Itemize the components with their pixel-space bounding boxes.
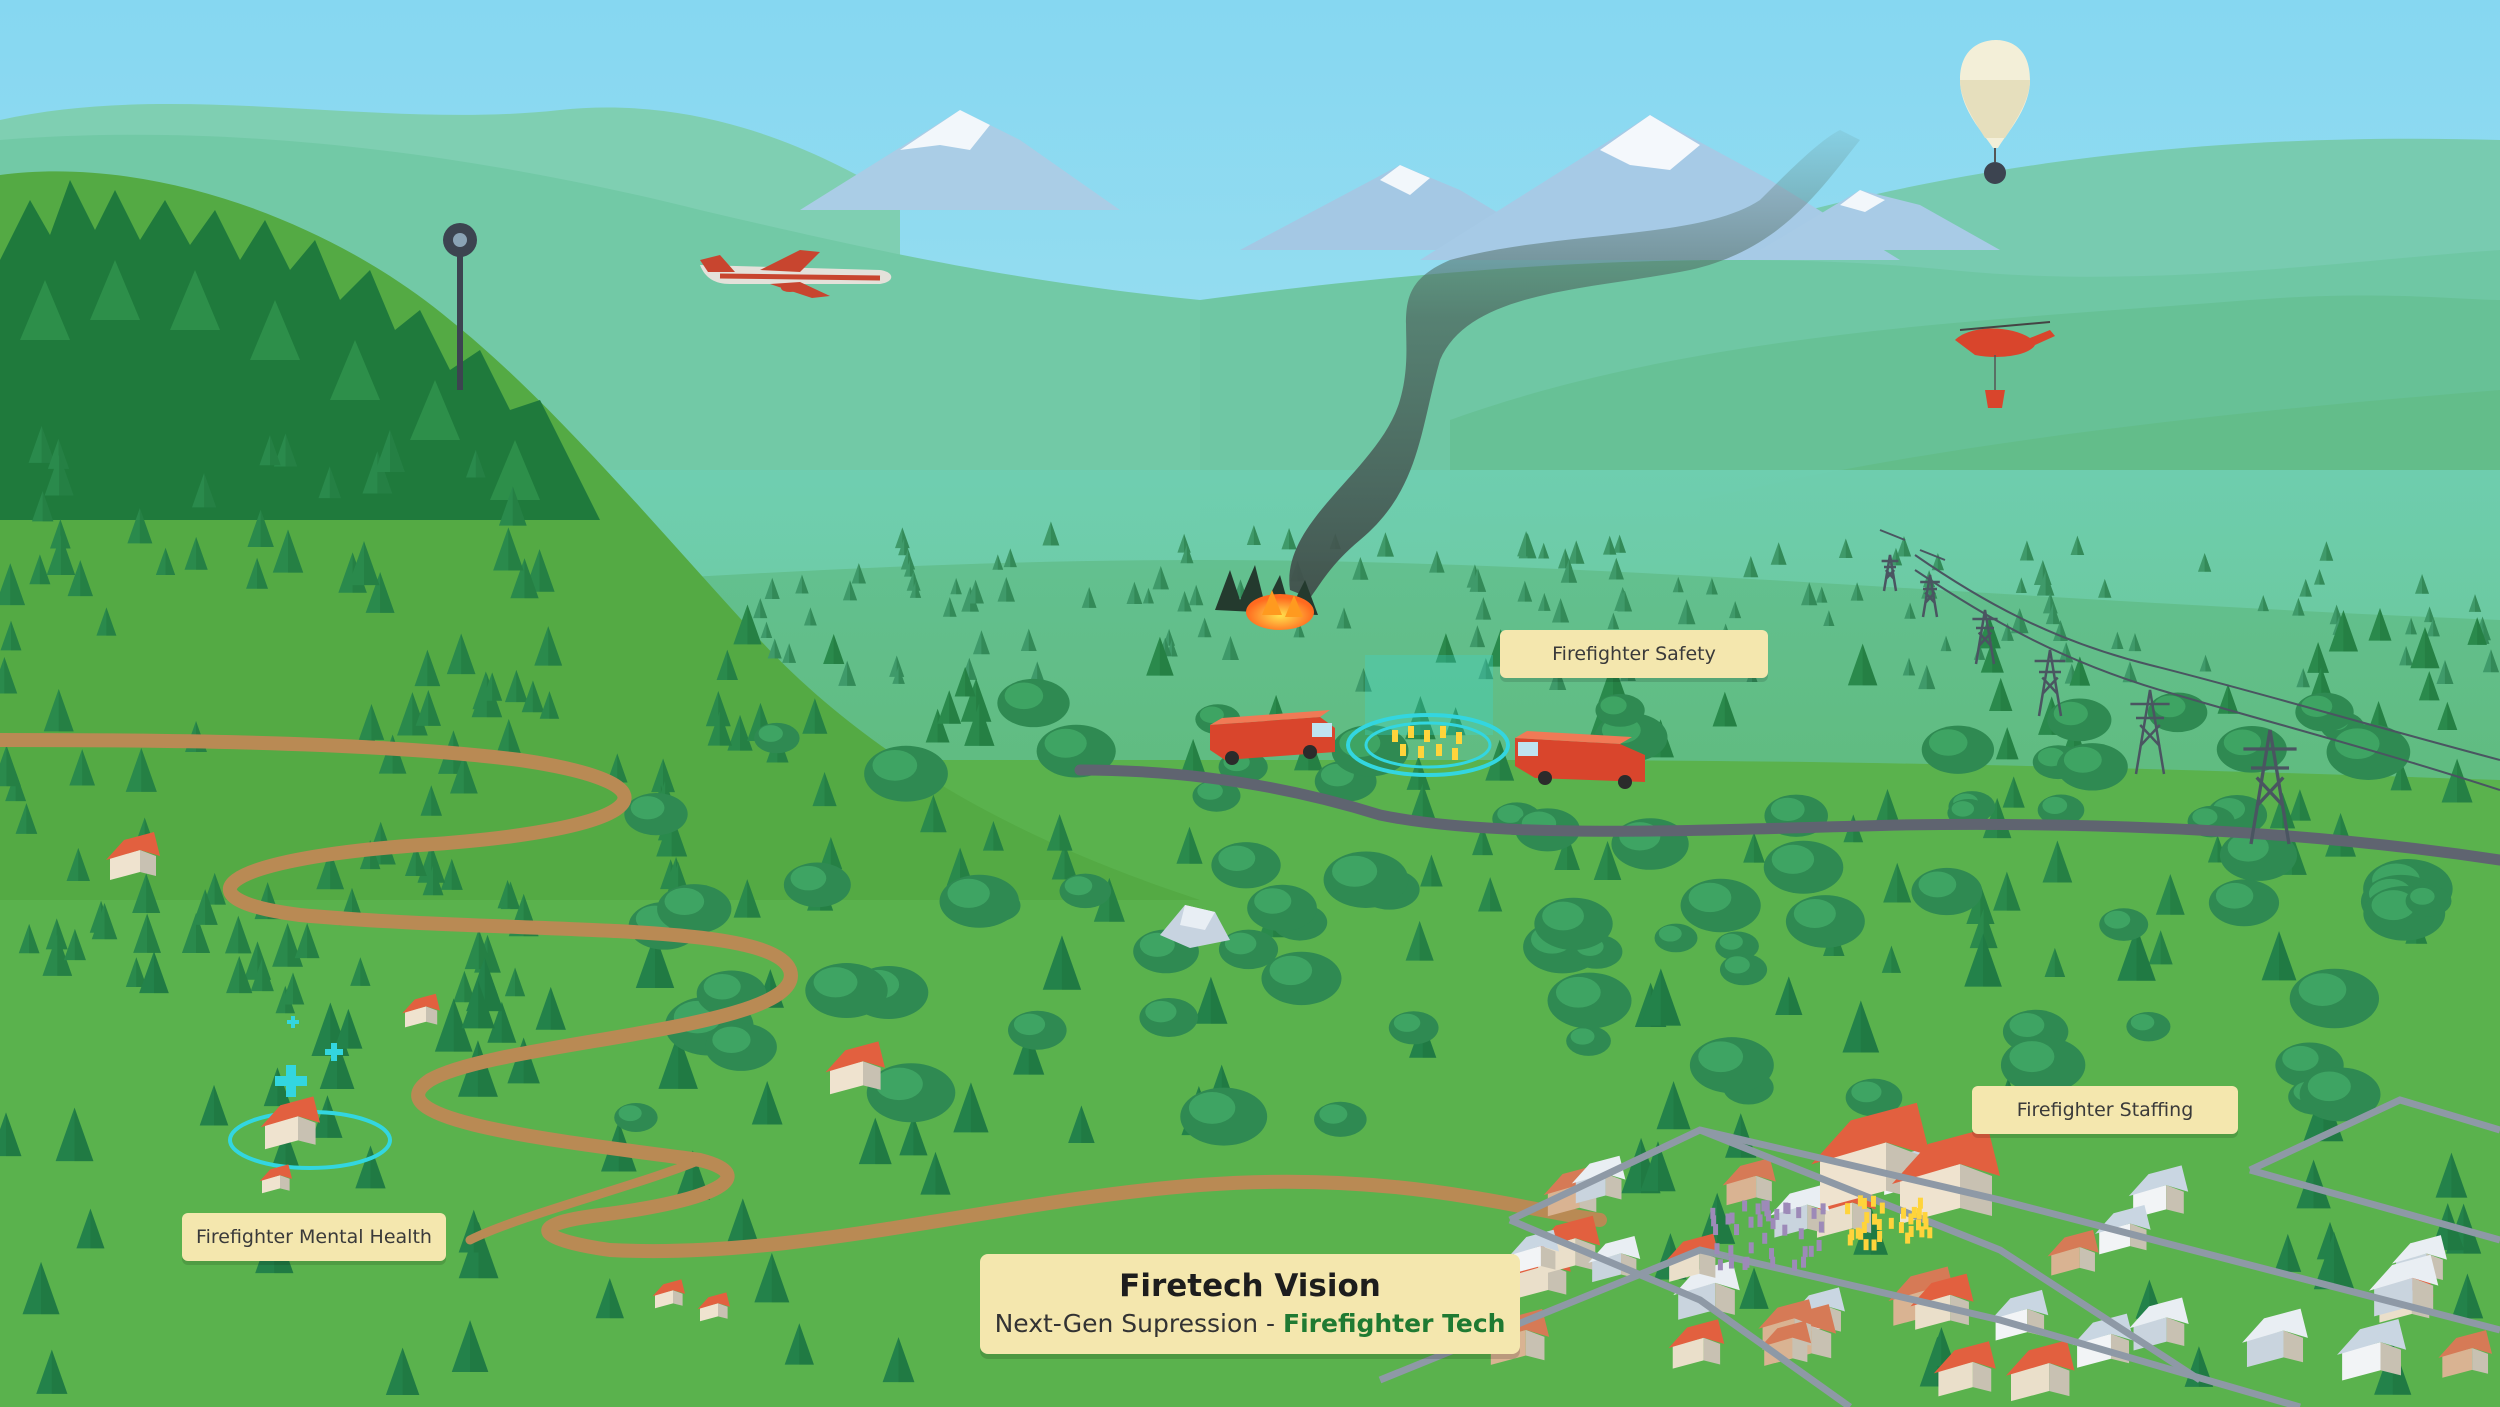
fire-truck-icon — [1515, 731, 1645, 789]
town-streets — [1378, 1096, 2500, 1407]
subtitle-prefix: Next-Gen Supression - — [994, 1309, 1284, 1338]
balloon-icon — [1960, 40, 2030, 184]
power-lines — [1879, 529, 2500, 845]
rock — [1160, 905, 1230, 948]
crowds — [1710, 1195, 1933, 1271]
firefighter-mental-health-label[interactable]: Firefighter Mental Health — [182, 1213, 446, 1261]
main-road — [1074, 764, 2500, 866]
houses — [106, 832, 2493, 1402]
fire-icon — [1215, 565, 1318, 630]
airplane-icon — [700, 250, 892, 298]
helicopter-icon — [1955, 321, 2055, 408]
title-text: Firetech Vision — [1119, 1268, 1381, 1304]
dirt-trail — [0, 733, 1607, 1259]
camera-tower-icon — [443, 223, 477, 390]
subtitle-text: Next-Gen Supression - Firefighter Tech — [995, 1306, 1506, 1342]
title-card: Firetech Vision Next-Gen Supression - Fi… — [980, 1254, 1520, 1354]
mountains — [800, 110, 2000, 260]
firefighter-staffing-label[interactable]: Firefighter Staffing — [1972, 1086, 2238, 1134]
firefighter-safety-label[interactable]: Firefighter Safety — [1500, 630, 1768, 678]
smoke-plume — [1289, 130, 1860, 598]
safety-ring — [1346, 655, 1510, 777]
subtitle-accent: Firefighter Tech — [1283, 1309, 1506, 1338]
fire-truck-icon — [1210, 710, 1335, 765]
